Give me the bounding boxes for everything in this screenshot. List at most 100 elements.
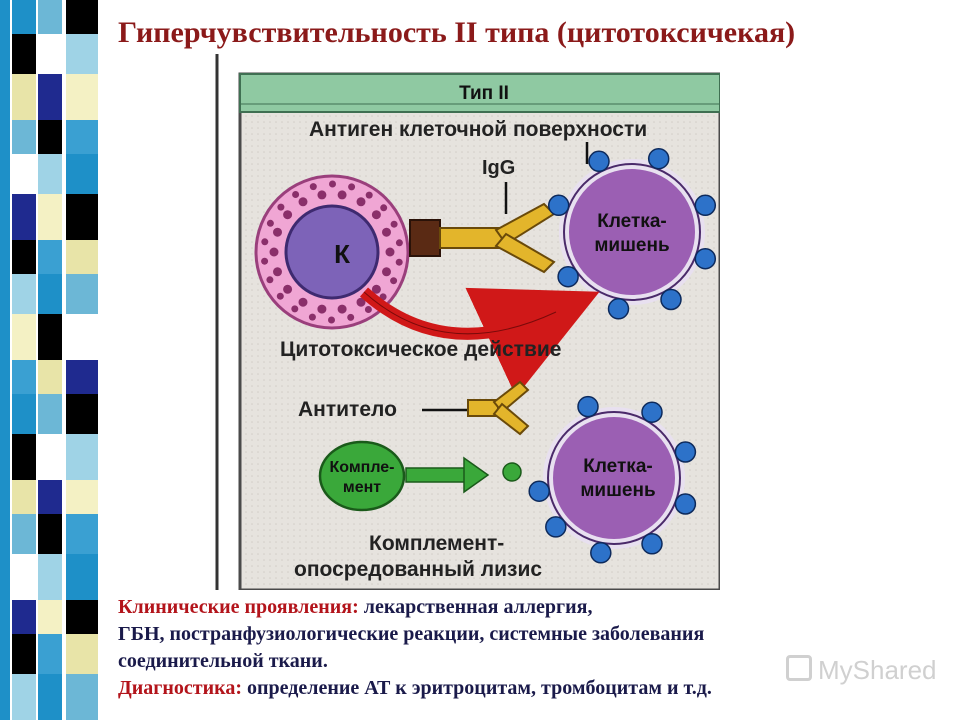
k-cell-granule	[308, 313, 316, 321]
stripe-block	[38, 360, 62, 394]
clinical-line-1: Клинические проявления: лекарственная ал…	[118, 594, 948, 621]
k-cell-granule	[261, 257, 269, 265]
stripe-block	[12, 34, 36, 74]
k-cell-granule	[348, 183, 356, 191]
complement: Компле- мент	[318, 440, 406, 512]
k-cell-granule	[317, 304, 327, 314]
stripe-block	[66, 480, 98, 514]
k-cell-granule	[276, 292, 284, 300]
k-cell-granule	[337, 304, 347, 314]
k-cell-granule	[382, 227, 391, 237]
clinical-text-2: ГБН, постранфузиологические реакции, сис…	[118, 623, 705, 645]
k-cell-granule	[382, 267, 391, 277]
antigen-dot	[641, 533, 663, 555]
stripe-block	[12, 194, 36, 240]
complement-fragment	[502, 462, 522, 482]
stripe-block	[38, 554, 62, 600]
k-cell-granule	[356, 197, 366, 207]
target-cell-2-line1: Клетка-	[583, 456, 652, 477]
stripe-block	[12, 674, 36, 720]
stripe-block	[38, 194, 62, 240]
target-cell-1-line1: Клетка-	[597, 211, 666, 232]
antigen-dot	[545, 516, 567, 538]
k-cell-granule	[347, 313, 355, 321]
igg-label: IgG	[482, 157, 515, 179]
stripe-block	[38, 394, 62, 434]
k-cell-granule	[385, 247, 395, 257]
antibody-label: Антитело	[298, 398, 397, 421]
stripe-block	[66, 600, 98, 634]
k-cell-granule	[371, 284, 381, 294]
k-cell-granule	[390, 220, 398, 228]
k-cell-granule	[266, 219, 274, 227]
diagnostics-text: определение АТ к эритроцитам, тромбоцита…	[242, 677, 712, 699]
stripe-block	[38, 434, 62, 480]
complement-line1: Компле-	[329, 459, 394, 476]
stripe-block	[38, 514, 62, 554]
stripe-block	[12, 240, 36, 274]
antigen-label: Антиген клеточной поверхности	[309, 118, 647, 141]
stripe-block	[12, 314, 36, 360]
k-cell-label: К	[334, 239, 350, 269]
k-cell-granule	[380, 204, 388, 212]
stripe-block	[12, 0, 36, 34]
stripe-block	[66, 674, 98, 720]
target-cell-1: Клетка- мишень	[547, 147, 717, 320]
stripe-block	[12, 514, 36, 554]
k-cell-granule	[395, 239, 403, 247]
k-cell-granule	[356, 297, 366, 307]
k-cell-granule	[329, 180, 336, 188]
stripe-block	[38, 0, 62, 34]
fc-receptor	[409, 219, 441, 257]
stripe-block	[66, 634, 98, 674]
target-cell-2-line2: мишень	[580, 480, 655, 501]
k-cell-granule	[390, 277, 398, 285]
stripe-block	[66, 0, 98, 34]
k-cell-granule	[395, 258, 403, 266]
k-cell-granule	[269, 247, 279, 257]
antigen-dot	[641, 401, 663, 423]
stripe-block	[12, 480, 36, 514]
k-cell-granule	[328, 316, 335, 324]
stripe-block	[38, 600, 62, 634]
k-cell-granules	[261, 180, 403, 324]
stripe-block	[66, 74, 98, 120]
decorative-stripe	[0, 0, 110, 720]
k-cell-granule	[365, 191, 373, 199]
stripe-block	[66, 154, 98, 194]
stripe-block	[66, 434, 98, 480]
stripe-block	[12, 554, 36, 600]
stripe-block	[38, 480, 62, 514]
stripe-block	[38, 634, 62, 674]
target-cell-2-antigens	[528, 395, 697, 564]
page-title: Гиперчувствительность II типа (цитотокси…	[118, 16, 796, 49]
antigen-dot	[674, 441, 697, 463]
target-cell-1-line2: мишень	[594, 235, 669, 256]
stripe-block	[66, 514, 98, 554]
target-cell-2: Клетка- мишень	[528, 395, 697, 564]
clinical-text-3: соединительной ткани.	[118, 650, 328, 672]
k-cell-granule	[337, 190, 347, 200]
stripe-block	[12, 154, 36, 194]
watermark-text: MyShared	[818, 655, 937, 685]
stripe-block	[66, 314, 98, 360]
watermark-logo-icon	[786, 655, 812, 681]
caption: Клинические проявления: лекарственная ал…	[118, 594, 948, 702]
k-cell-granule	[309, 183, 317, 191]
stripe-block	[38, 240, 62, 274]
stripe-block	[38, 674, 62, 720]
diagnostics-heading: Диагностика:	[118, 677, 242, 699]
k-cell-granule	[273, 267, 282, 277]
stripe-block	[12, 600, 36, 634]
k-cell-granule	[277, 203, 285, 211]
antigen-dot	[590, 542, 612, 564]
k-cell-granule	[261, 238, 269, 246]
lysis-label-line2: опосредованный лизис	[294, 558, 542, 581]
k-cell-granule	[298, 297, 308, 307]
diagnostics-line: Диагностика: определение АТ к эритроцита…	[118, 675, 948, 702]
stripe-block	[66, 194, 98, 240]
lysis-label-line1: Комплемент-	[369, 532, 504, 555]
igg-antibody	[439, 202, 556, 274]
k-cell-granule	[292, 191, 300, 198]
k-cell-granule	[364, 306, 372, 313]
